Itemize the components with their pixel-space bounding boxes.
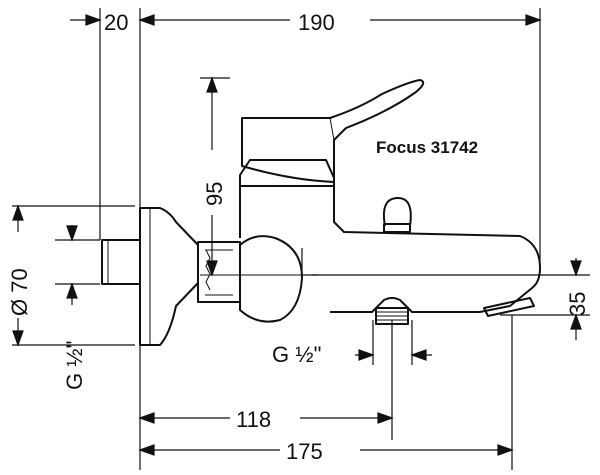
- outlet-thread-label: G ½": [272, 342, 321, 367]
- dim-118-label: 118: [236, 407, 271, 432]
- dim-35-label: 35: [565, 292, 590, 316]
- diverter-knob: [382, 197, 412, 227]
- body-cylinder: [239, 235, 303, 323]
- dim-175-label: 175: [286, 439, 323, 464]
- spout-outlet: [483, 297, 535, 317]
- extension-lines: [12, 8, 590, 470]
- dimension-lines: [12, 14, 582, 456]
- inlet-thread-label: G ½": [62, 341, 87, 390]
- dim-190-label: 190: [298, 10, 335, 35]
- model-label: Focus 31742: [376, 138, 478, 157]
- dim-diameter-label: Ø 70: [7, 268, 32, 316]
- dim-20-label: 20: [104, 10, 128, 35]
- dim-95-label: 95: [202, 182, 227, 206]
- connector-nut: [197, 241, 241, 303]
- lever-handle: [241, 79, 425, 183]
- faucet-body: [101, 79, 541, 346]
- wall-flange: [139, 207, 199, 346]
- body-outline: [239, 159, 541, 313]
